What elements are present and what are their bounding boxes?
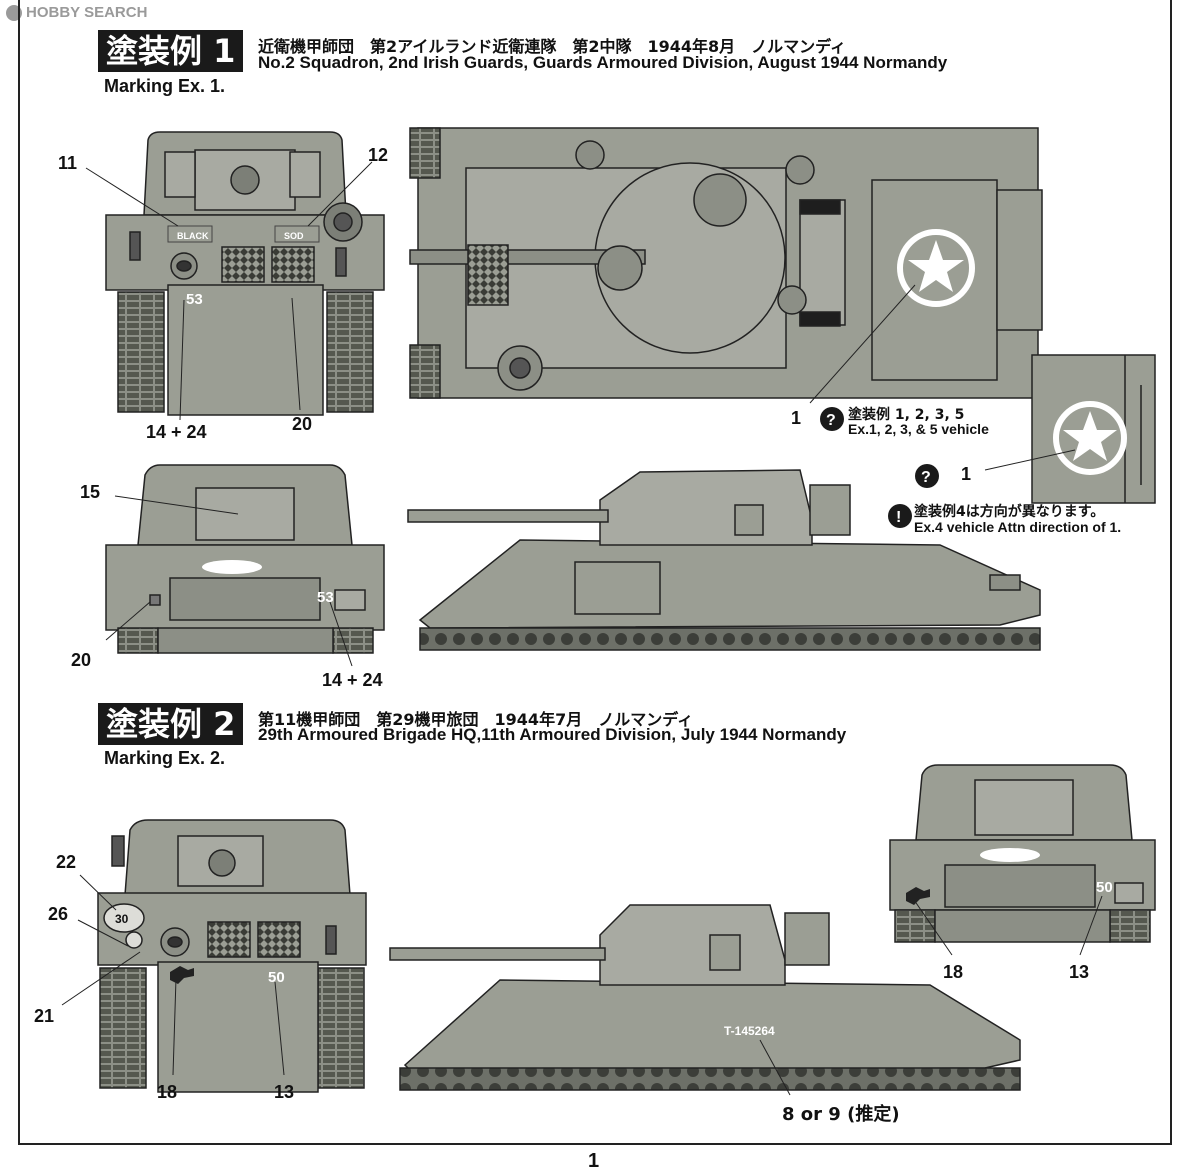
allied-star-rear-ex2: [980, 848, 1040, 862]
ex1-rear-view: [105, 464, 385, 654]
section-1-subtitle: Marking Ex. 1.: [104, 76, 226, 96]
callout-13-front: 13: [274, 1082, 295, 1102]
allied-star-rear-ex1: [202, 560, 262, 574]
callout-21: 21: [34, 1006, 55, 1026]
sod-marking-plate: [274, 225, 320, 243]
ex1-top-view: [409, 127, 1043, 399]
section-2-title-jp: 第11機甲師団 第29機甲旅団 1944年7月 ノルマンディ: [258, 710, 694, 729]
ex2-front-view: [97, 819, 367, 1093]
callout-1-top: 1: [791, 408, 802, 428]
page-number: 1: [588, 1150, 600, 1172]
allied-star-inset: [1053, 401, 1127, 475]
marking-black: BLACK: [177, 231, 209, 241]
section-1-title-en: No.2 Squadron, 2nd Irish Guards, Guards …: [258, 53, 948, 72]
marking-50-front: 50: [268, 969, 285, 986]
black-marking-plate: [167, 225, 213, 243]
marking-serial: T-145264: [724, 1024, 775, 1038]
note-1-jp: 塗装例 1, 2, 3, 5: [848, 407, 965, 423]
leader-lines: [61, 161, 1103, 1096]
note-icon-question-2: ?: [915, 464, 939, 488]
note-2-jp: 塗装例4は方向が異なります。: [914, 504, 1105, 520]
callout-15: 15: [80, 482, 101, 502]
callout-11: 11: [58, 153, 78, 173]
marking-30: 30: [115, 912, 129, 926]
note-2-en: Ex.4 vehicle Attn direction of 1.: [914, 519, 1122, 535]
marking-50-rear: 50: [1096, 879, 1113, 896]
ex1-front-view: [105, 131, 385, 416]
brigade-emblem-rear: [906, 887, 930, 905]
callout-14-24-rear: 14 + 24: [322, 670, 383, 690]
section-2-badge: 塗装例 2: [98, 703, 244, 745]
section-1-title-jp: 近衛機甲師団 第2アイルランド近衛連隊 第2中隊 1944年8月 ノルマンディ: [258, 37, 847, 56]
callout-8-or-9: 8 or 9 (推定): [782, 1104, 900, 1125]
callout-1-side: 1: [961, 464, 972, 484]
note-1-en: Ex.1, 2, 3, & 5 vehicle: [848, 421, 989, 437]
page-frame: [18, 0, 1172, 1145]
callout-12: 12: [368, 145, 389, 165]
callout-13-rear: 13: [1069, 962, 1090, 982]
callout-20-rear: 20: [71, 650, 92, 670]
ex2-side-view: [389, 904, 1021, 1091]
section-1-badge: 塗装例 1: [98, 30, 244, 72]
callout-18-front: 18: [157, 1082, 178, 1102]
svg-text:!: !: [896, 509, 901, 526]
callout-22: 22: [56, 852, 77, 872]
marking-53-rear: 53: [317, 589, 334, 606]
marking-sod: SOD: [284, 231, 304, 241]
section-2-title-en: 29th Armoured Brigade HQ,11th Armoured D…: [258, 725, 847, 744]
svg-text:?: ?: [921, 469, 931, 486]
note-icon-exclamation: !: [888, 504, 912, 528]
note-icon-question-1: ?: [820, 407, 844, 431]
svg-text:?: ?: [826, 412, 836, 429]
allied-star-top: [897, 229, 975, 307]
marking-53-front: 53: [186, 291, 203, 308]
callout-18-rear: 18: [943, 962, 964, 982]
ex1-side-view: [407, 469, 1041, 651]
callout-26: 26: [48, 904, 69, 924]
section-2-subtitle: Marking Ex. 2.: [104, 748, 226, 768]
callout-14-24-front: 14 + 24: [146, 422, 207, 442]
watermark-text: HOBBY SEARCH: [26, 4, 148, 21]
callout-20-front: 20: [292, 414, 313, 434]
